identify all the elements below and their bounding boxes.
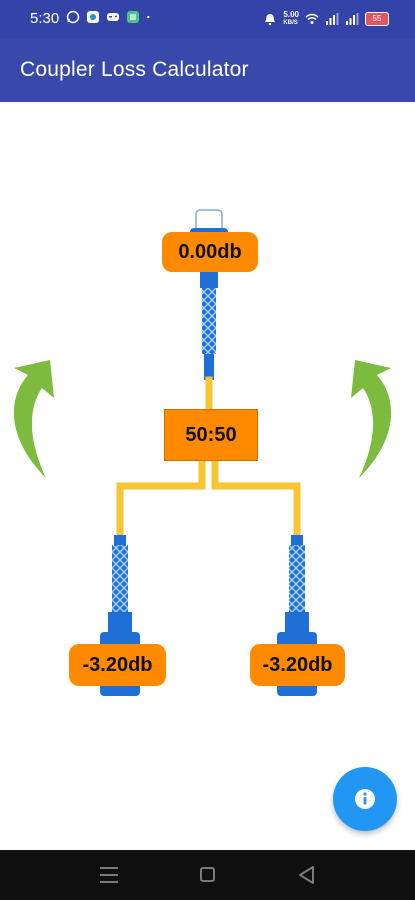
signal-icon <box>326 13 339 25</box>
right-arrow-icon <box>351 360 392 478</box>
data-speed: 5.00 KB/S <box>283 11 299 27</box>
output-left-loss-value: -3.20db <box>82 653 153 676</box>
status-icons-right: 5.00 KB/S 55 <box>263 11 389 27</box>
game-controller-icon <box>107 13 119 21</box>
dot-icon <box>147 15 150 19</box>
left-arrow-icon <box>13 360 54 478</box>
wifi-icon <box>305 13 319 24</box>
recents-icon[interactable] <box>100 867 118 883</box>
signal-icon <box>346 13 359 25</box>
alarm-icon <box>265 14 276 26</box>
app-icon-green <box>127 11 139 23</box>
output-right-loss-value: -3.20db <box>262 653 333 676</box>
info-button[interactable] <box>333 767 397 831</box>
back-icon[interactable] <box>299 866 314 884</box>
split-ratio-box[interactable]: 50:50 <box>164 409 258 461</box>
status-icons-left <box>66 10 154 24</box>
whatsapp-icon <box>66 10 80 24</box>
fiber-lines <box>116 376 301 544</box>
page-title: Coupler Loss Calculator <box>20 58 249 81</box>
split-ratio-value: 50:50 <box>185 423 237 446</box>
data-speed-value: 5.00 <box>283 10 299 19</box>
output-left-loss-label: -3.20db <box>69 644 166 686</box>
info-icon <box>355 789 375 809</box>
system-nav-bar <box>0 850 415 900</box>
app-bar: Coupler Loss Calculator <box>0 38 415 102</box>
output-right-loss-label: -3.20db <box>250 644 345 686</box>
input-loss-value: 0.00db <box>178 240 242 263</box>
input-loss-label: 0.00db <box>162 232 258 272</box>
coupler-graphic <box>13 209 392 696</box>
home-icon[interactable] <box>200 867 215 882</box>
app-icon <box>87 11 99 23</box>
data-speed-unit: KB/S <box>283 20 298 26</box>
battery-icon: 55 <box>365 12 389 26</box>
status-time: 5:30 <box>30 10 60 27</box>
status-bar: 5:30 5.00 KB/S 55 <box>0 0 415 38</box>
nav-buttons <box>100 866 314 884</box>
coupler-diagram: 0.00db 50:50 -3.20db -3.20db <box>0 102 415 850</box>
